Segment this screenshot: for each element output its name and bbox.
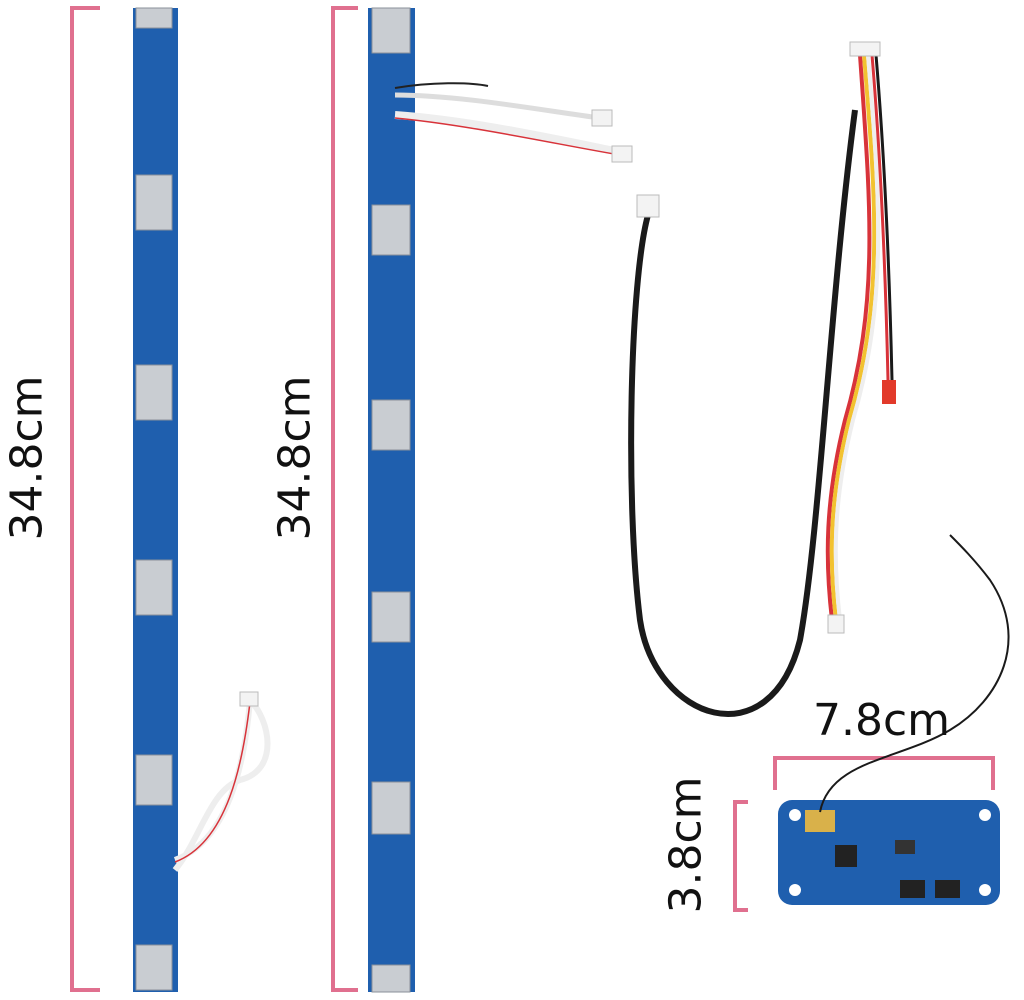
colored-wires xyxy=(825,54,872,621)
bms-strip-board-1 xyxy=(133,7,178,992)
black-sensor-cable xyxy=(628,109,858,717)
bms-control-board xyxy=(778,800,1000,905)
bms-strip-board-2 xyxy=(368,7,415,993)
width-label: 7.8cm xyxy=(813,695,951,746)
dimension-bracket-1 xyxy=(70,6,100,992)
height-label: 3.8cm xyxy=(660,776,712,914)
length-label-2: 34.8cm xyxy=(269,375,321,541)
thermistor-wire xyxy=(819,534,1010,813)
length-label-1: 34.8cm xyxy=(1,375,53,541)
dimension-bracket-width xyxy=(773,756,995,790)
dimension-bracket-height xyxy=(733,800,748,912)
dimension-bracket-2 xyxy=(331,6,358,992)
ribbon-cable-1 xyxy=(172,693,271,872)
ribbon-cable-2 xyxy=(394,111,621,156)
